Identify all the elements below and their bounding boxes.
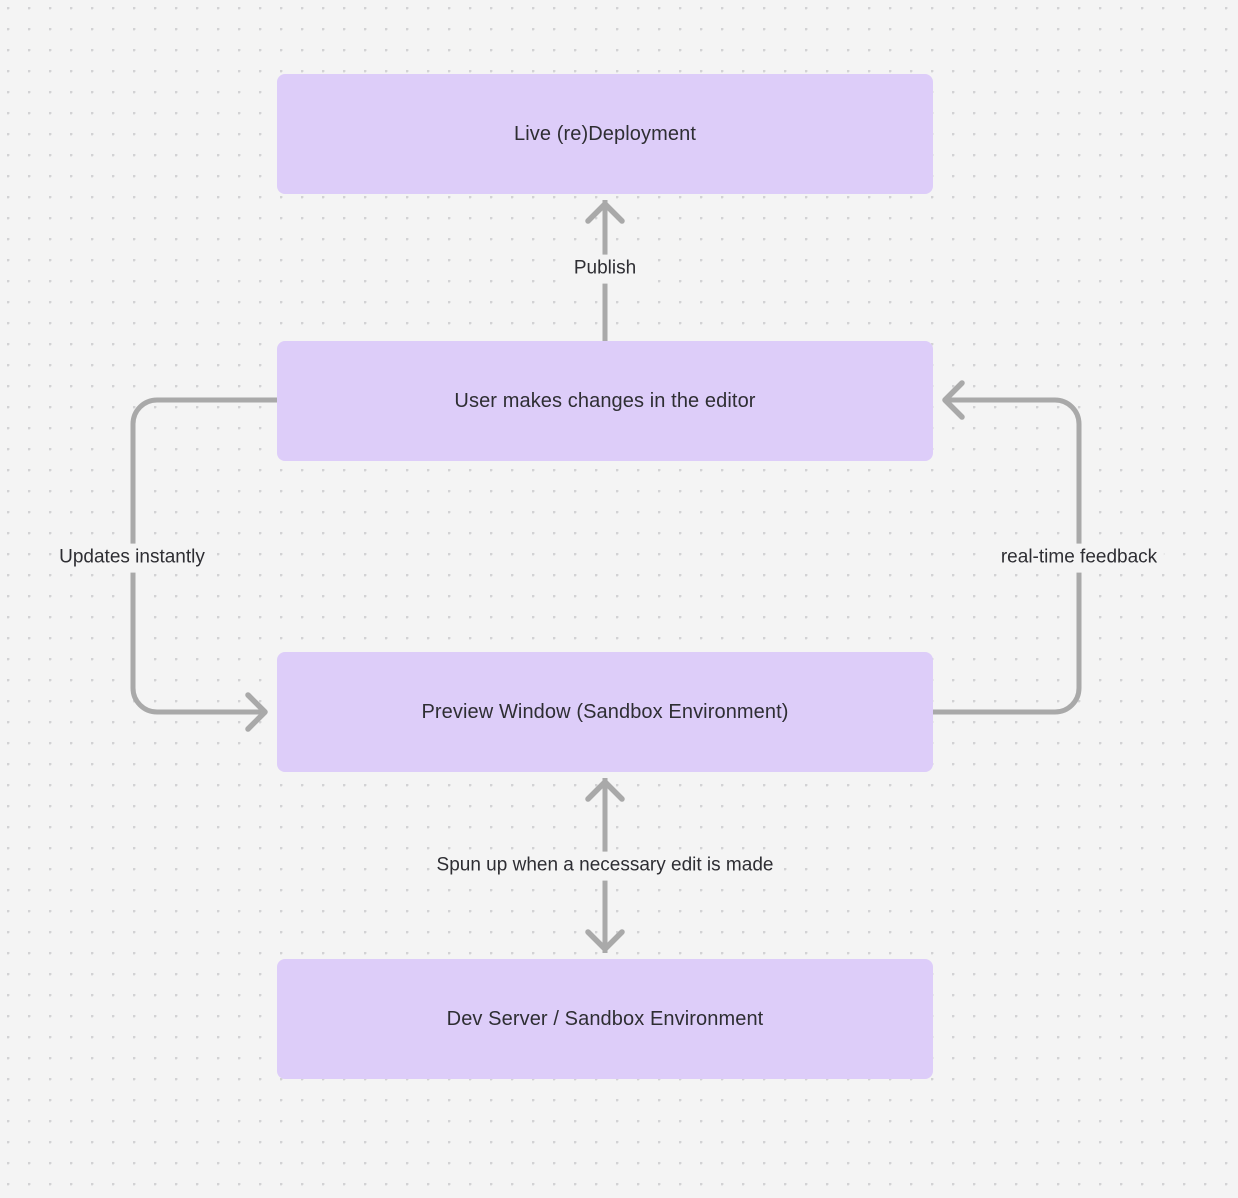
edge-label-publish: Publish bbox=[566, 254, 644, 284]
node-dev-server-label: Dev Server / Sandbox Environment bbox=[446, 1008, 764, 1030]
node-dev-server[interactable]: Dev Server / Sandbox Environment bbox=[277, 959, 933, 1079]
edge-label-spun-up: Spun up when a necessary edit is made bbox=[429, 851, 781, 881]
node-live-deployment-label: Live (re)Deployment bbox=[514, 123, 696, 145]
node-user-edits[interactable]: User makes changes in the editor bbox=[277, 341, 933, 461]
node-live-deployment[interactable]: Live (re)Deployment bbox=[277, 74, 933, 194]
node-preview-window-label: Preview Window (Sandbox Environment) bbox=[421, 701, 789, 723]
node-user-edits-label: User makes changes in the editor bbox=[454, 390, 756, 412]
edge-label-updates-instantly: Updates instantly bbox=[52, 543, 212, 573]
edge-label-real-time-feedback: real-time feedback bbox=[993, 543, 1165, 573]
node-preview-window[interactable]: Preview Window (Sandbox Environment) bbox=[277, 652, 933, 772]
